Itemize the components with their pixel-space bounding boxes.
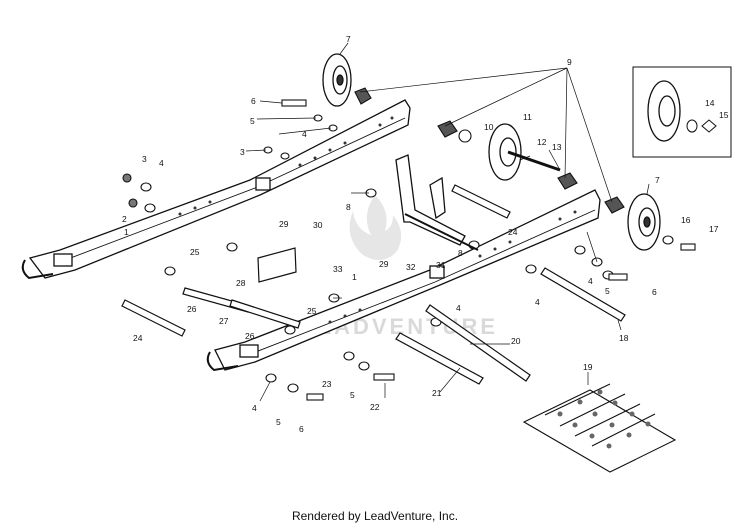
idler-wheel-top xyxy=(322,53,352,107)
callout-20: 20 xyxy=(511,336,521,346)
callout-24: 24 xyxy=(508,227,518,237)
callout-2: 2 xyxy=(122,214,127,224)
callout-24: 24 xyxy=(133,333,143,343)
callout-32: 32 xyxy=(406,262,416,272)
callout-28: 28 xyxy=(236,278,246,288)
callout-1: 1 xyxy=(352,272,357,282)
watermark-flame-logo xyxy=(349,195,402,261)
callout-4: 4 xyxy=(535,297,540,307)
callout-1: 1 xyxy=(124,227,129,237)
upper-rail xyxy=(21,99,411,280)
callout-30: 30 xyxy=(313,220,323,230)
callout-26: 26 xyxy=(245,331,255,341)
callout-21: 21 xyxy=(432,388,442,398)
callout-6: 6 xyxy=(299,424,304,434)
callout-29: 29 xyxy=(279,219,289,229)
callout-16: 16 xyxy=(681,215,691,225)
callout-8: 8 xyxy=(346,202,351,212)
callout-5: 5 xyxy=(250,116,255,126)
callout-7: 7 xyxy=(655,175,660,185)
detail-inset xyxy=(632,66,732,158)
rendered-by-footer: Rendered by LeadVenture, Inc. xyxy=(291,509,459,523)
callout-4: 4 xyxy=(588,276,593,286)
cross-shafts xyxy=(121,184,626,385)
callout-19: 19 xyxy=(583,362,593,372)
callout-33: 33 xyxy=(333,264,343,274)
lower-rail xyxy=(206,189,601,372)
track-clip-detail xyxy=(522,383,677,473)
callout-7: 7 xyxy=(346,34,351,44)
callout-17: 17 xyxy=(709,224,719,234)
callout-labels: 1 1 2 3 3 4 4 4 4 4 4 5 5 5 5 6 6 6 7 7 … xyxy=(122,34,729,434)
callout-10: 10 xyxy=(484,122,494,132)
callout-15: 15 xyxy=(719,110,729,120)
callout-14: 14 xyxy=(705,98,715,108)
callout-4: 4 xyxy=(159,158,164,168)
callout-26: 26 xyxy=(187,304,197,314)
callout-8: 8 xyxy=(458,248,463,258)
callout-6: 6 xyxy=(251,96,256,106)
callout-4: 4 xyxy=(302,129,307,139)
idler-wheel-right xyxy=(627,193,661,251)
suspension-arm xyxy=(395,154,479,251)
idler-wheel-center xyxy=(488,123,561,181)
callout-4: 4 xyxy=(252,403,257,413)
callout-25: 25 xyxy=(190,247,200,257)
callout-9: 9 xyxy=(567,57,572,67)
callout-5: 5 xyxy=(605,286,610,296)
callout-27: 27 xyxy=(219,316,229,326)
callout-23: 23 xyxy=(322,379,332,389)
callout-3: 3 xyxy=(240,147,245,157)
callout-25: 25 xyxy=(307,306,317,316)
callout-13: 13 xyxy=(552,142,562,152)
callout-31: 31 xyxy=(436,260,446,270)
callout-5: 5 xyxy=(276,417,281,427)
callout-4: 4 xyxy=(456,303,461,313)
leader-lines xyxy=(245,42,650,402)
callout-22: 22 xyxy=(370,402,380,412)
callout-29: 29 xyxy=(379,259,389,269)
callout-11: 11 xyxy=(523,112,532,122)
callout-12: 12 xyxy=(537,137,547,147)
callout-5: 5 xyxy=(350,390,355,400)
callout-6: 6 xyxy=(652,287,657,297)
callout-3: 3 xyxy=(142,154,147,164)
callout-18: 18 xyxy=(619,333,629,343)
